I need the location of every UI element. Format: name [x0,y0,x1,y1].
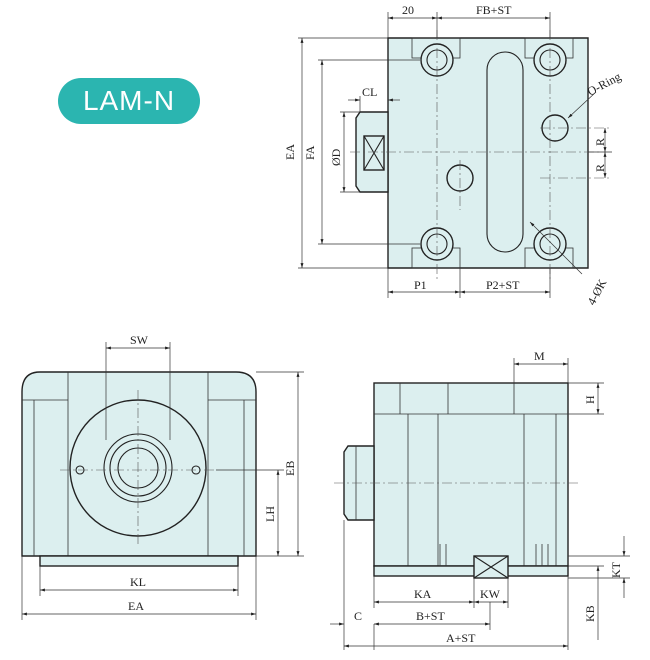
dim-lh: LH [263,506,277,522]
dim-od: ØD [329,148,343,166]
dim-fa: FA [303,145,317,160]
model-badge: LAM-N [58,78,200,124]
dim-kb: KB [583,605,597,622]
side-view: M H KT KB KA KW B+ST C A+ST [330,349,630,650]
label-hole-spec: 4-ØK [584,276,609,307]
dim-cl: CL [362,85,377,99]
dim-kw: KW [480,587,501,601]
dim-r-upper: R [593,138,607,146]
front-view: SW EB LH KL EA [21,333,304,620]
dim-r-lower: R [593,164,607,172]
dim-p2-st: P2+ST [486,278,520,292]
side-view-body [373,382,569,567]
dim-kl: KL [130,575,146,589]
dim-ea-bottom: EA [128,599,144,613]
label-o-ring: O-Ring [585,69,623,98]
dim-b-st: B+ST [416,609,445,623]
front-view-base [39,555,239,567]
dim-kt: KT [609,561,623,578]
dim-20: 20 [402,3,414,17]
top-view: 20 FB+ST O-Ring CL EA FA ØD R R 4-ØK P1 … [283,3,623,307]
dim-m: M [534,349,545,363]
dim-sw: SW [130,333,149,347]
top-view-slot [486,51,524,253]
dim-c: C [354,609,362,623]
dim-p1: P1 [414,278,427,292]
side-view-base [373,565,569,577]
dim-h: H [583,395,597,404]
dim-ka: KA [414,587,432,601]
dim-ea-top: EA [283,144,297,160]
dim-fb-st: FB+ST [476,3,512,17]
dim-a-st: A+ST [446,631,476,645]
dim-eb: EB [283,461,297,476]
